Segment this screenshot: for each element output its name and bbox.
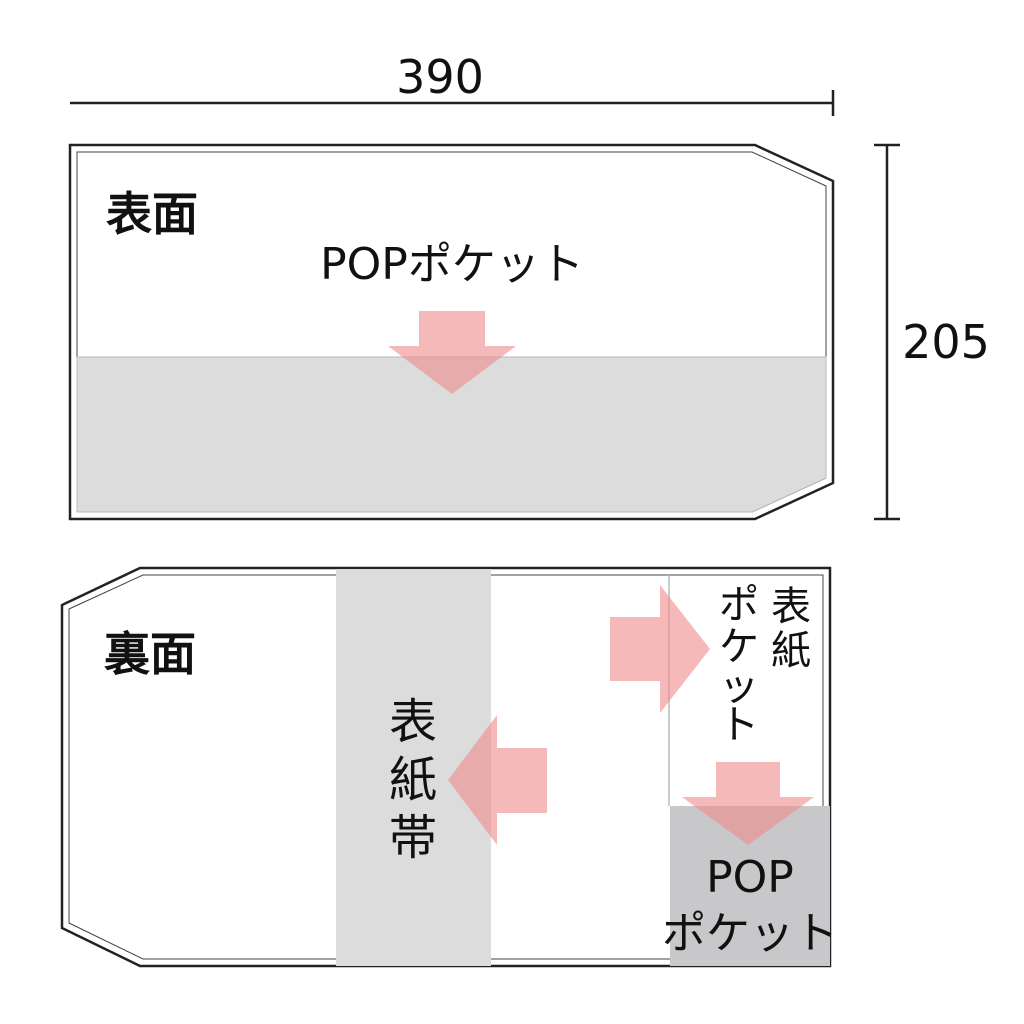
cover-pocket-right-arrow — [610, 585, 710, 713]
back-pop-pocket-line2: ポケット — [662, 908, 838, 959]
front-face: 表面 POPポケット — [68, 143, 835, 521]
cover-band-label: 表 紙 帯 — [389, 694, 437, 866]
height-dimension: 205 — [874, 143, 990, 521]
cover-band-char: 表 — [389, 694, 437, 750]
cover-pocket-char: ケ — [719, 624, 759, 670]
back-title: 裏面 — [104, 627, 196, 681]
back-inner-outline — [68, 574, 824, 960]
cover-pocket-char: ト — [719, 702, 759, 748]
cover-pocket-char: 表 — [771, 584, 811, 630]
width-label: 390 — [396, 50, 484, 104]
back-face: 裏面 表 紙 帯 表 紙 ポ ケ ッ ト POP ポケット — [60, 566, 838, 968]
front-pocket-label: POPポケット — [320, 239, 584, 290]
back-pop-pocket-down-arrow — [682, 762, 814, 845]
cover-band-char: 紙 — [389, 752, 437, 808]
front-down-arrow — [388, 311, 516, 394]
cover-band-left-arrow — [448, 715, 547, 845]
front-title: 表面 — [106, 187, 198, 241]
height-label: 205 — [902, 315, 990, 369]
front-pop-pocket-area — [76, 356, 827, 513]
width-dimension: 390 — [70, 50, 835, 116]
cover-band-char: 帯 — [389, 810, 437, 866]
cover-pocket-char: 紙 — [771, 628, 811, 674]
back-pop-pocket-line1: POP — [706, 852, 794, 903]
cover-pocket-label: 表 紙 ポ ケ ッ ト — [719, 582, 811, 748]
cover-pocket-char: ポ — [719, 582, 759, 628]
cover-pocket-char: ッ — [719, 664, 759, 710]
